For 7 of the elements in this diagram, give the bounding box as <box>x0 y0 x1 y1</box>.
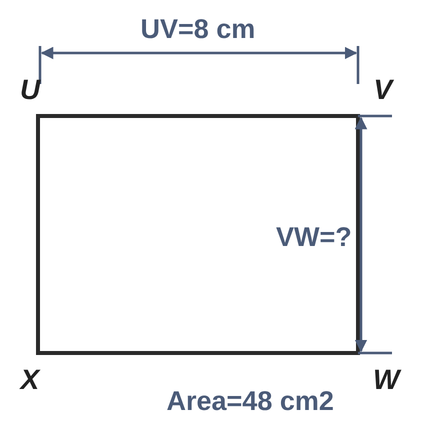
dimension-label: UV=8 cm <box>140 16 256 43</box>
vertex-label: U <box>20 76 40 104</box>
dimension-label: VW=? <box>276 224 352 251</box>
vertex-label: X <box>20 366 40 394</box>
area-label: Area=48 cm2 <box>166 388 334 415</box>
vertex-label: V <box>374 76 392 104</box>
vertex-label: W <box>373 366 400 394</box>
